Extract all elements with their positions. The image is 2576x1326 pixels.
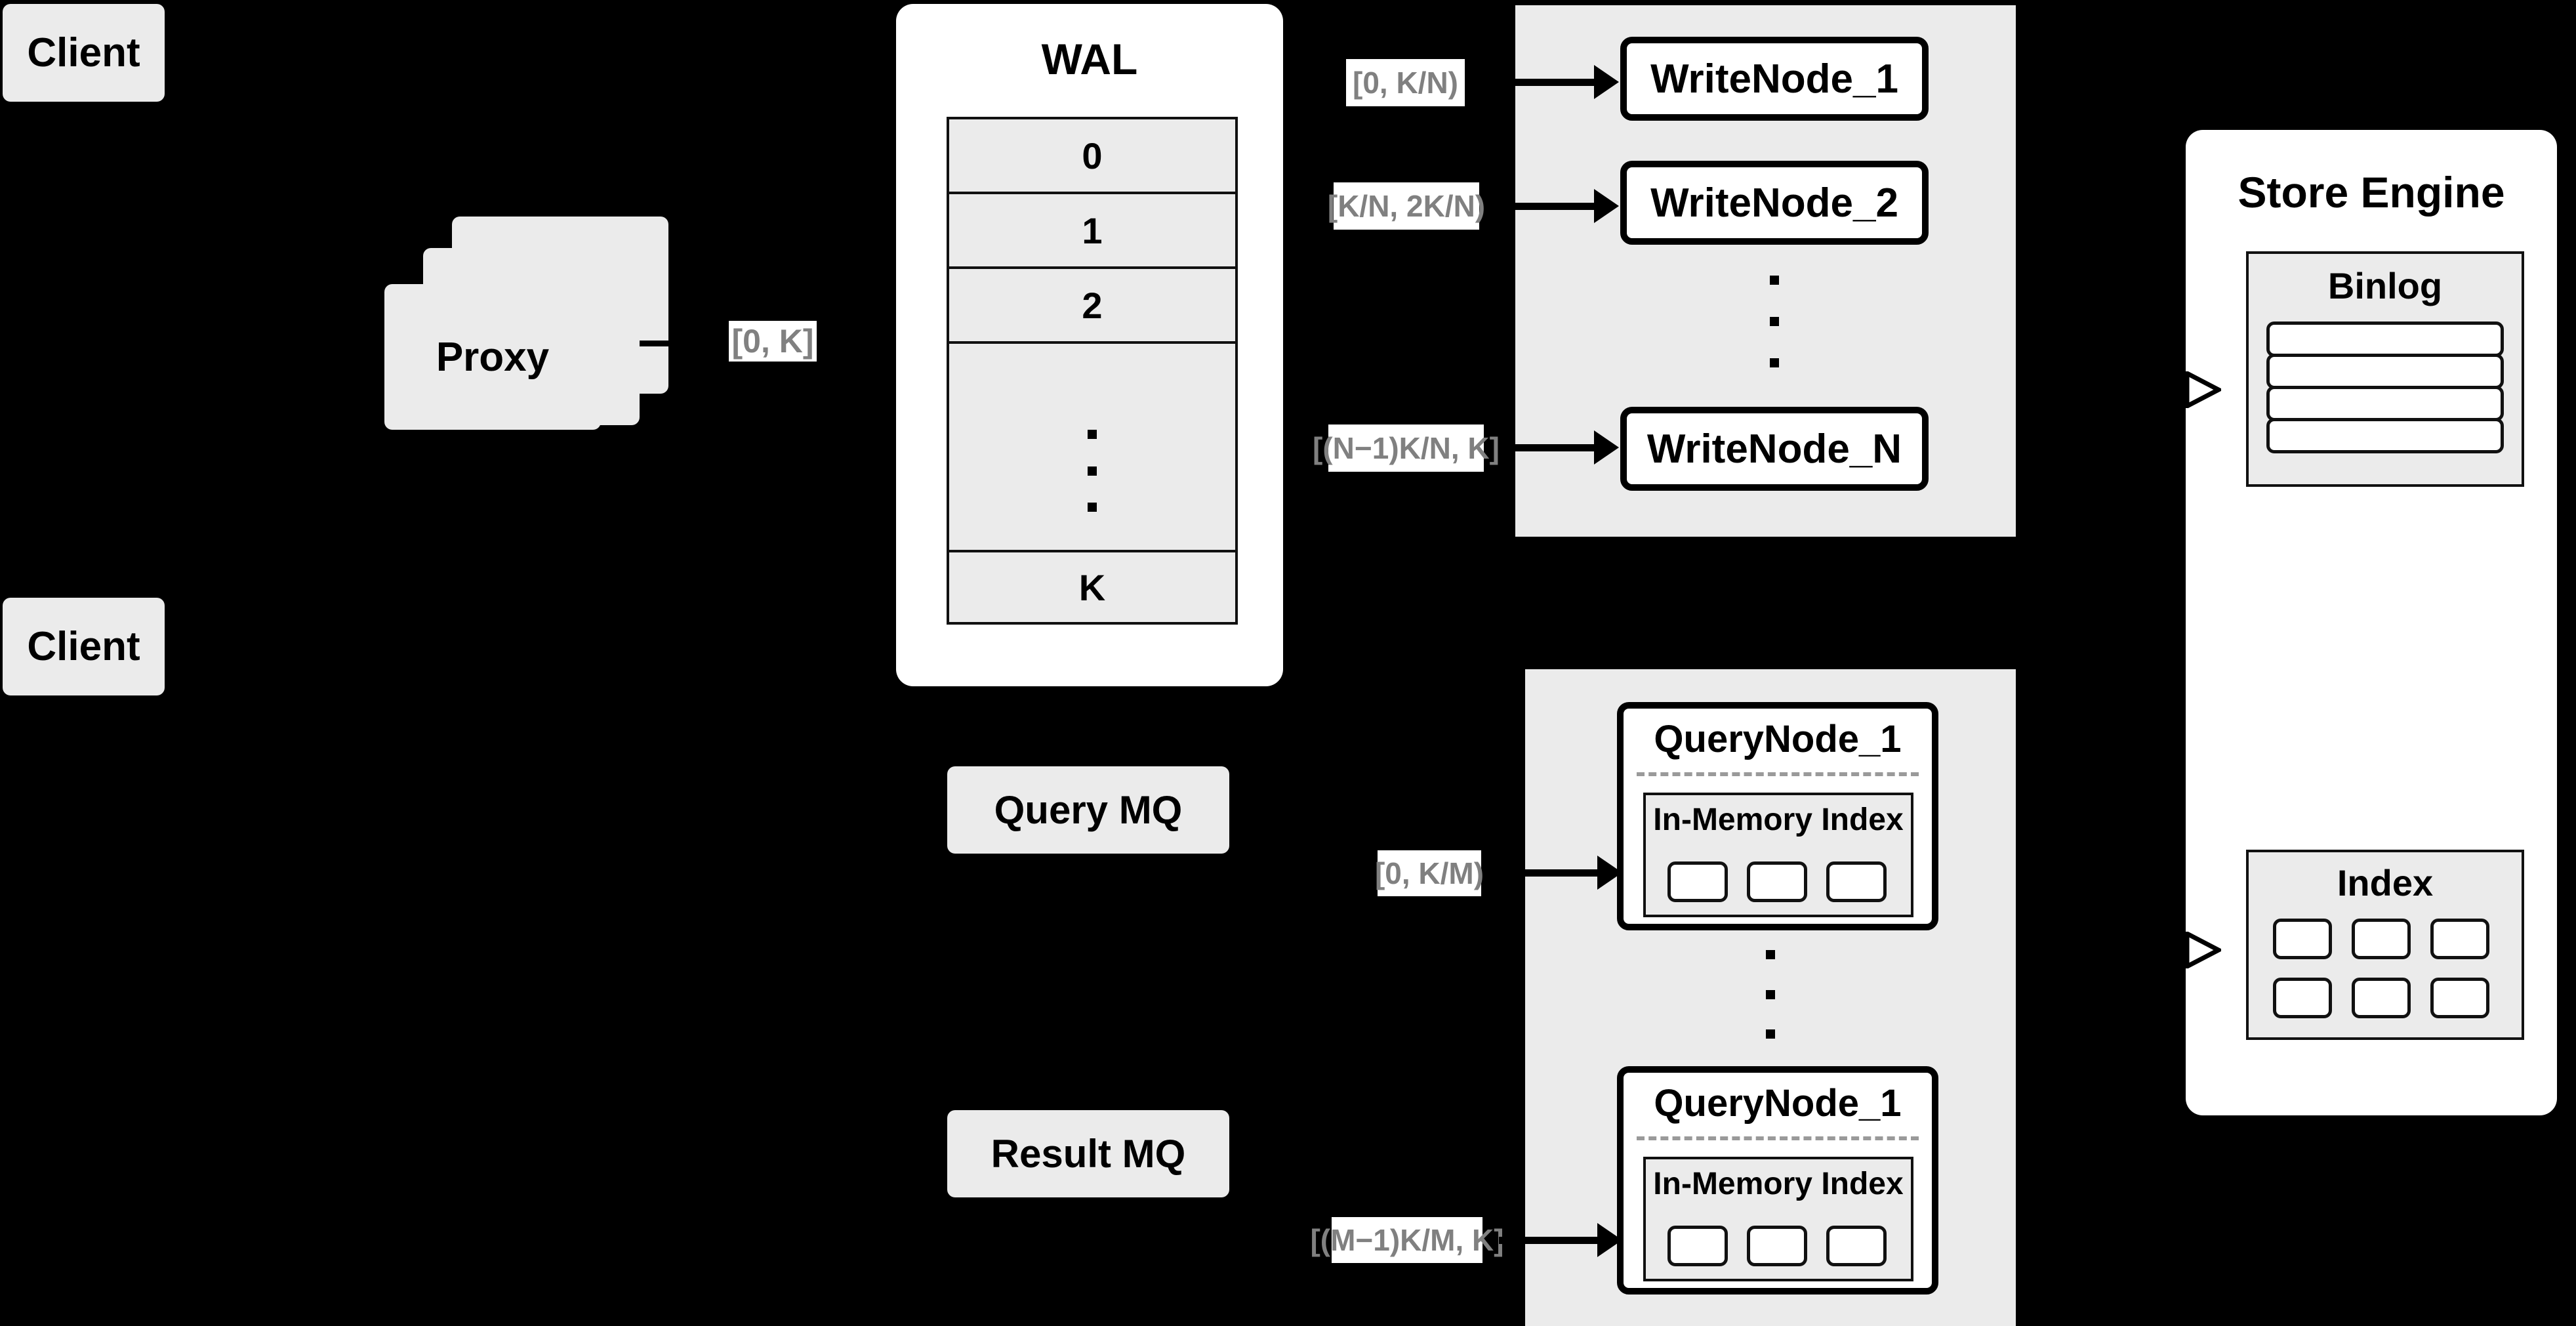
query-arrow-line-m [1499,1237,1601,1244]
proxy-to-wal-line [640,341,674,346]
write-range-label-n: [(N−1)K/N, K] [1313,425,1500,472]
query-node-m-index-title: In-Memory Index [1653,1166,1904,1201]
binlog-row-4[interactable] [2266,418,2504,453]
write-arrow-line-2 [1499,203,1597,210]
write-range-label-1: [0, K/N) [1346,59,1465,106]
write-range-label-2: [K/N, 2K/N) [1328,182,1485,230]
binlog-arrow-line [2150,386,2189,392]
query-node-ellipsis-dots [1766,950,1775,1039]
query-node-1-index-cell-1[interactable] [1667,861,1728,902]
wal-slot-k[interactable]: K [947,550,1238,625]
client-label-2: Client [27,624,140,669]
binlog-row-2[interactable] [2266,354,2504,389]
query-range-label-m: [(M−1)K/M, K] [1310,1217,1504,1263]
write-arrow-line-n [1499,444,1597,451]
query-arrow-line-1 [1499,869,1601,877]
write-node-n[interactable]: WriteNode_N [1620,407,1929,491]
store-engine-title: Store Engine [2238,168,2505,217]
index-arrow-line [2150,947,2189,952]
wal-slot-2[interactable]: 2 [947,266,1238,341]
write-node-ellipsis-dots [1770,276,1779,367]
index-cell-1-3[interactable] [2430,919,2489,959]
query-node-m-index-cell-3[interactable] [1826,1226,1887,1266]
wal-title: WAL [1041,35,1138,83]
write-arrow-head-1 [1594,65,1619,99]
index-cell-1-1[interactable] [2273,919,2332,959]
query-node-1-index-cell-2[interactable] [1747,861,1807,902]
query-mq-box[interactable]: Query MQ [947,766,1229,854]
binlog-row-1[interactable] [2266,321,2504,357]
query-node-1-divider [1637,772,1919,776]
proxy-label: Proxy [436,334,550,380]
proxy-range-label: [0, K] [729,321,817,362]
client-label-1: Client [27,30,140,75]
index-cell-2-3[interactable] [2430,978,2489,1018]
index-cell-1-2[interactable] [2352,919,2411,959]
query-node-1-index-title: In-Memory Index [1653,802,1904,837]
wal-slot-1[interactable]: 1 [947,192,1238,266]
result-mq-box[interactable]: Result MQ [947,1110,1229,1197]
binlog-row-3[interactable] [2266,386,2504,421]
client-box-1[interactable]: Client [3,4,165,102]
write-node-2[interactable]: WriteNode_2 [1620,161,1929,245]
client-box-2[interactable]: Client [3,598,165,695]
query-node-m-index-cell-2[interactable] [1747,1226,1807,1266]
index-cell-2-2[interactable] [2352,978,2411,1018]
binlog-title: Binlog [2327,264,2443,306]
query-node-1-index-cell-3[interactable] [1826,861,1887,902]
write-node-1[interactable]: WriteNode_1 [1620,37,1929,121]
index-title: Index [2337,861,2434,903]
proxy-box[interactable]: Proxy [384,284,601,430]
query-node-m-index-cell-1[interactable] [1667,1226,1728,1266]
write-arrow-line-1 [1499,79,1597,86]
query-range-label-1: [0, K/M) [1375,850,1484,896]
write-arrow-head-2 [1594,189,1619,223]
index-cell-2-1[interactable] [2273,978,2332,1018]
wal-ellipsis-dots [1088,430,1097,512]
wal-slot-ellipsis [947,341,1238,550]
wal-slot-0[interactable]: 0 [947,117,1238,192]
query-node-1-title: QueryNode_1 [1654,717,1902,760]
write-arrow-head-n [1594,430,1619,465]
index-arrow-head [2186,932,2221,968]
binlog-arrow-head [2186,371,2221,408]
query-node-m-divider [1637,1136,1919,1140]
query-node-m-title: QueryNode_1 [1654,1081,1902,1125]
